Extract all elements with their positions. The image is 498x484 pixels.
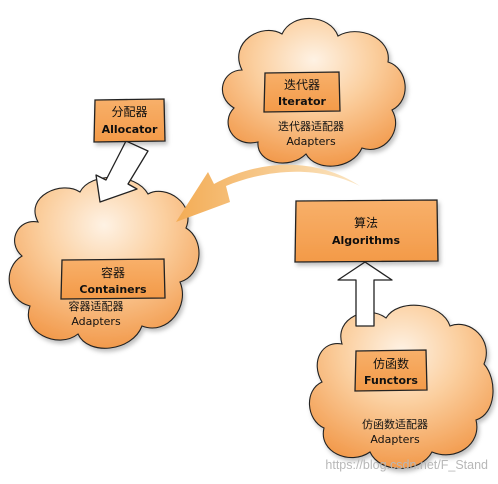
curved-arrow-iterator-to-containers [176,164,360,222]
allocator-label-en: Allocator [102,123,158,136]
allocator-arrow [95,140,149,203]
allocator-label-zh: 分配器 [111,105,147,119]
iterator-box: 迭代器 Iterator [263,71,341,113]
algorithms-box: 算法 Algorithms [294,199,439,263]
functors-box: 仿函数 Functors [354,349,428,392]
functors-label-zh: 仿函数 [373,356,409,371]
containers-adapter-en: Adapters [71,315,121,328]
containers-label-en: Containers [79,283,147,296]
containers-adapter-zh: 容器适配器 [69,299,124,313]
functors-label-en: Functors [364,374,418,387]
iterator-label-en: Iterator [278,95,326,108]
iterator-adapter-en: Adapters [286,135,336,148]
functors-arrow [337,261,393,327]
algorithms-label-en: Algorithms [332,234,400,247]
containers-label-zh: 容器 [101,265,125,280]
containers-box: 容器 Containers [60,258,166,300]
allocator-box: 分配器 Allocator [93,98,166,143]
watermark: https://blog.csdn.net/F_Stand [325,458,488,472]
functors-adapter-zh: 仿函数适配器 [362,418,428,431]
iterator-label-zh: 迭代器 [284,78,320,92]
functors-adapter-en: Adapters [370,433,420,446]
iterator-adapter-zh: 迭代器适配器 [278,120,344,133]
algorithms-label-zh: 算法 [354,215,378,230]
